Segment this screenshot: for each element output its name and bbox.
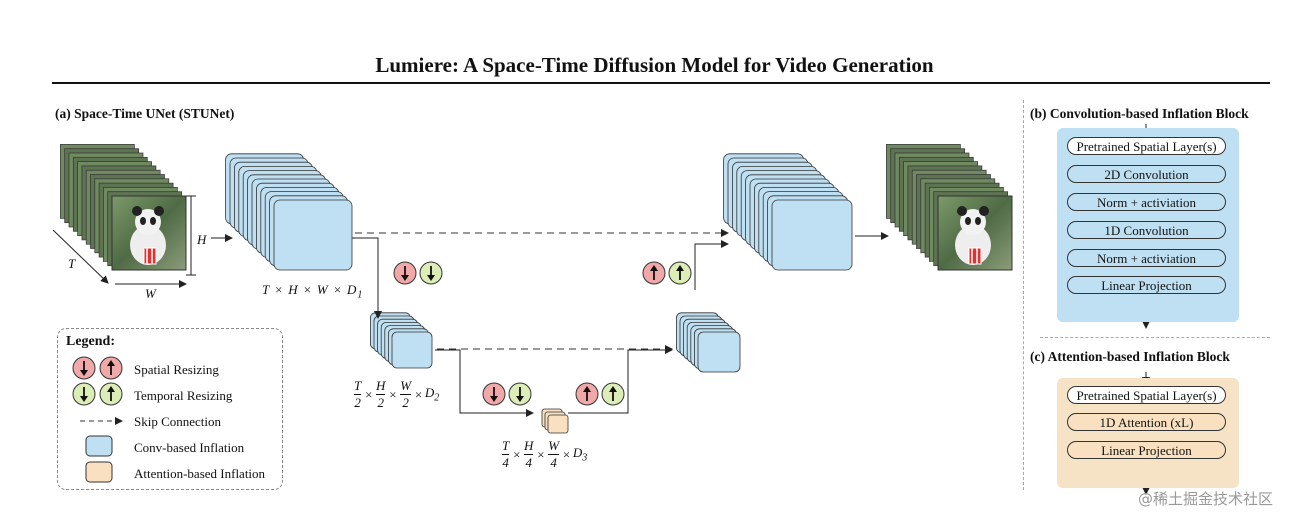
legend-temporal-label: Temporal Resizing <box>134 388 233 403</box>
legend-spatial-up-icon <box>99 356 123 380</box>
frac-num: T <box>502 438 510 455</box>
frac-num: H <box>524 438 534 455</box>
frac-num: W <box>400 378 412 395</box>
frac-den: 2 <box>402 395 409 410</box>
norm-activation-block: Norm + activiation <box>1067 249 1226 267</box>
upsample-path-1 <box>694 240 729 290</box>
legend-spatial-label: Spatial Resizing <box>134 362 219 377</box>
panel-a-label: (a) Space-Time UNet (STUNet) <box>55 106 235 121</box>
feature-map-layer <box>391 331 433 369</box>
legend-temporal-up-icon <box>99 382 123 406</box>
t-axis-arrow <box>52 229 109 284</box>
panel-separator-vertical <box>1023 100 1024 490</box>
frac-den: 2 <box>354 395 361 410</box>
frac-num: H <box>376 378 386 395</box>
feature-map-layer <box>547 414 569 434</box>
output-video-stack <box>886 144 1013 271</box>
downsample-path-2 <box>435 349 534 417</box>
watermark: @稀土掘金技术社区 <box>1138 490 1274 508</box>
pretrained-spatial-layer-block: Pretrained Spatial Layer(s) <box>1067 386 1226 404</box>
spatial-upsample-icon <box>642 261 666 285</box>
panel-c-label: (c) Attention-based Inflation Block <box>1030 349 1230 364</box>
temporal-upsample-icon <box>601 382 625 406</box>
legend-conv-label: Conv-based Inflation <box>134 440 245 455</box>
axis-label-t: T <box>68 256 77 271</box>
times: × <box>562 446 571 462</box>
legend-temporal-down-icon <box>72 382 96 406</box>
times: × <box>388 386 398 402</box>
legend-skip-label: Skip Connection <box>134 414 222 429</box>
temporal-downsample-icon <box>508 382 532 406</box>
legend-attention-swatch <box>85 461 113 483</box>
conv1d-block: 1D Convolution <box>1067 221 1226 239</box>
frac-num: W <box>548 438 560 455</box>
conv-block-level2-encoder <box>369 312 433 369</box>
attention-block-bottleneck <box>541 408 569 434</box>
conv2d-block: 2D Convolution <box>1067 165 1226 183</box>
legend-title: Legend: <box>66 334 115 349</box>
temporal-downsample-icon <box>419 261 443 285</box>
spatial-upsample-icon <box>575 382 599 406</box>
spatial-downsample-icon <box>393 261 417 285</box>
panel-b-label: (b) Convolution-based Inflation Block <box>1030 106 1249 121</box>
linear-projection-block: Linear Projection <box>1067 441 1226 459</box>
norm-activation-block: Norm + activiation <box>1067 193 1226 211</box>
conv-block-level2-decoder <box>676 312 741 373</box>
feature-map-layer <box>771 199 853 271</box>
linear-projection-block: Linear Projection <box>1067 276 1226 294</box>
spatial-downsample-icon <box>482 382 506 406</box>
panda-icon <box>130 206 166 265</box>
pretrained-spatial-layer-block: Pretrained Spatial Layer(s) <box>1067 137 1226 155</box>
downsample-path-1 <box>352 237 382 319</box>
times: × <box>512 446 522 462</box>
dim-text: T × H × W × D <box>262 282 358 297</box>
legend-box <box>57 328 283 490</box>
temporal-upsample-icon <box>668 261 692 285</box>
frac-den: 4 <box>550 455 557 470</box>
legend-attention-label: Attention-based Inflation <box>134 466 266 481</box>
legend-spatial-down-icon <box>72 356 96 380</box>
figure-title: Lumiere: A Space-Time Diffusion Model fo… <box>375 53 934 77</box>
times: × <box>364 386 374 402</box>
frac-den: 2 <box>377 395 384 410</box>
conv-block-level1-decoder <box>723 153 853 271</box>
feature-map-layer <box>273 199 353 271</box>
d-symbol: D <box>424 385 435 401</box>
axis-label-w: W <box>145 286 157 301</box>
dim-subscript: 3 <box>582 452 588 464</box>
dim-subscript: 2 <box>434 392 440 404</box>
title-rule <box>52 82 1270 84</box>
panda-icon <box>955 206 991 265</box>
dim-label-level1: T × H × W × D1 <box>262 282 363 301</box>
frac-den: 4 <box>502 455 509 470</box>
times: × <box>414 386 423 402</box>
frac-den: 4 <box>525 455 532 470</box>
legend-conv-swatch <box>85 435 113 457</box>
d-symbol: D <box>572 445 583 461</box>
feature-map-layer <box>697 331 741 373</box>
panel-separator-horizontal <box>1040 337 1270 338</box>
conv-block-level1-encoder <box>225 153 353 271</box>
attention-1d-block: 1D Attention (xL) <box>1067 413 1226 431</box>
times: × <box>536 446 546 462</box>
dim-subscript: 1 <box>357 289 364 301</box>
axis-label-h: H <box>197 232 208 247</box>
legend-icons <box>80 417 123 483</box>
frac-num: T <box>354 378 362 395</box>
upsample-path-2 <box>568 346 673 414</box>
input-video-stack <box>60 144 187 271</box>
